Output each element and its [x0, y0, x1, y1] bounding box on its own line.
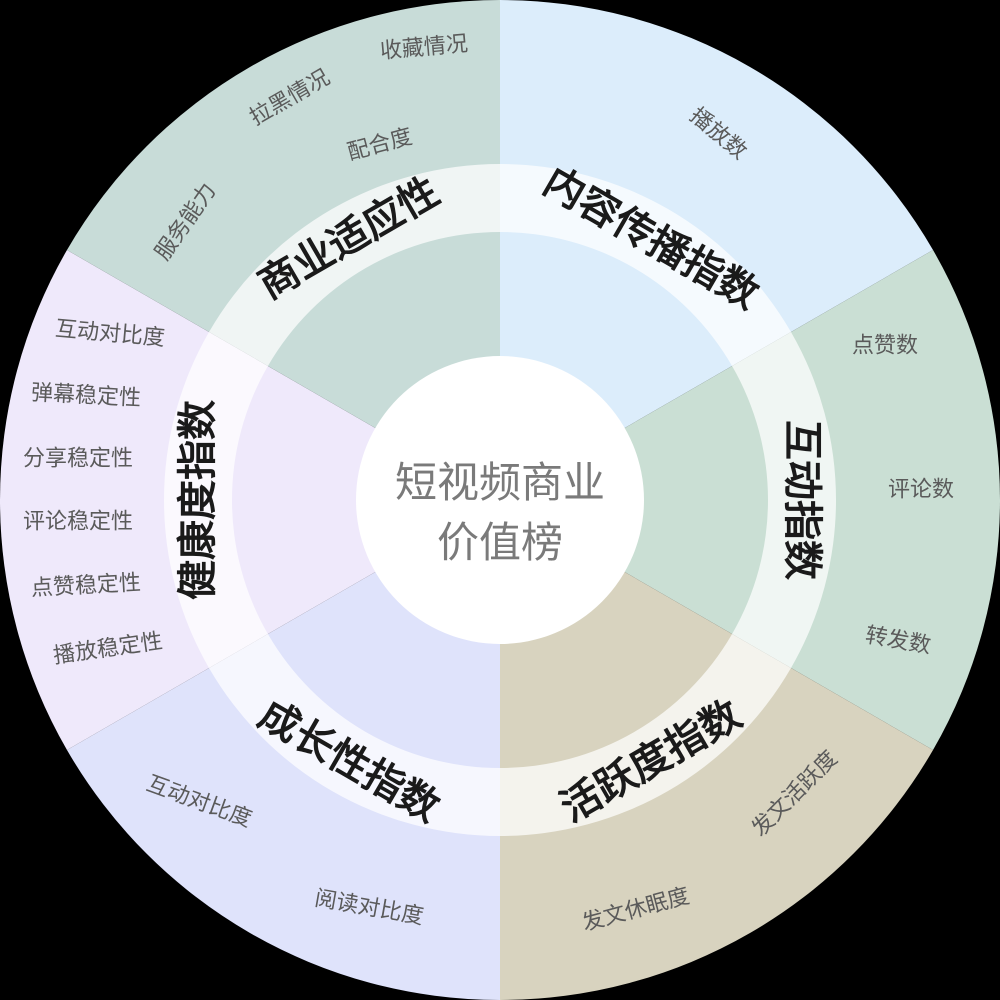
item-label-health-3: 评论稳定性 — [23, 510, 133, 535]
center-title-line2: 价值榜 — [437, 518, 563, 567]
segment-title-health: 健康度指数 — [175, 400, 221, 600]
item-label-interaction-0: 点赞数 — [852, 334, 918, 359]
item-label-health-2: 分享稳定性 — [23, 447, 133, 472]
band-interaction — [732, 332, 836, 668]
center-title-line1: 短视频商业 — [395, 458, 605, 507]
band-growth — [209, 634, 501, 836]
item-label-interaction-1: 评论数 — [888, 478, 954, 503]
item-label-health-1: 弹幕稳定性 — [30, 381, 141, 412]
band-commercial — [209, 164, 501, 366]
band-activity — [500, 634, 791, 836]
band-health — [163, 332, 268, 668]
band-content — [500, 164, 791, 366]
item-label-health-4: 点赞稳定性 — [30, 571, 141, 602]
center-circle — [356, 356, 644, 644]
segment-health — [0, 250, 500, 750]
segment-title-interaction: 互动指数 — [779, 420, 825, 580]
category-band — [163, 164, 836, 836]
segment-interaction — [500, 250, 1000, 750]
